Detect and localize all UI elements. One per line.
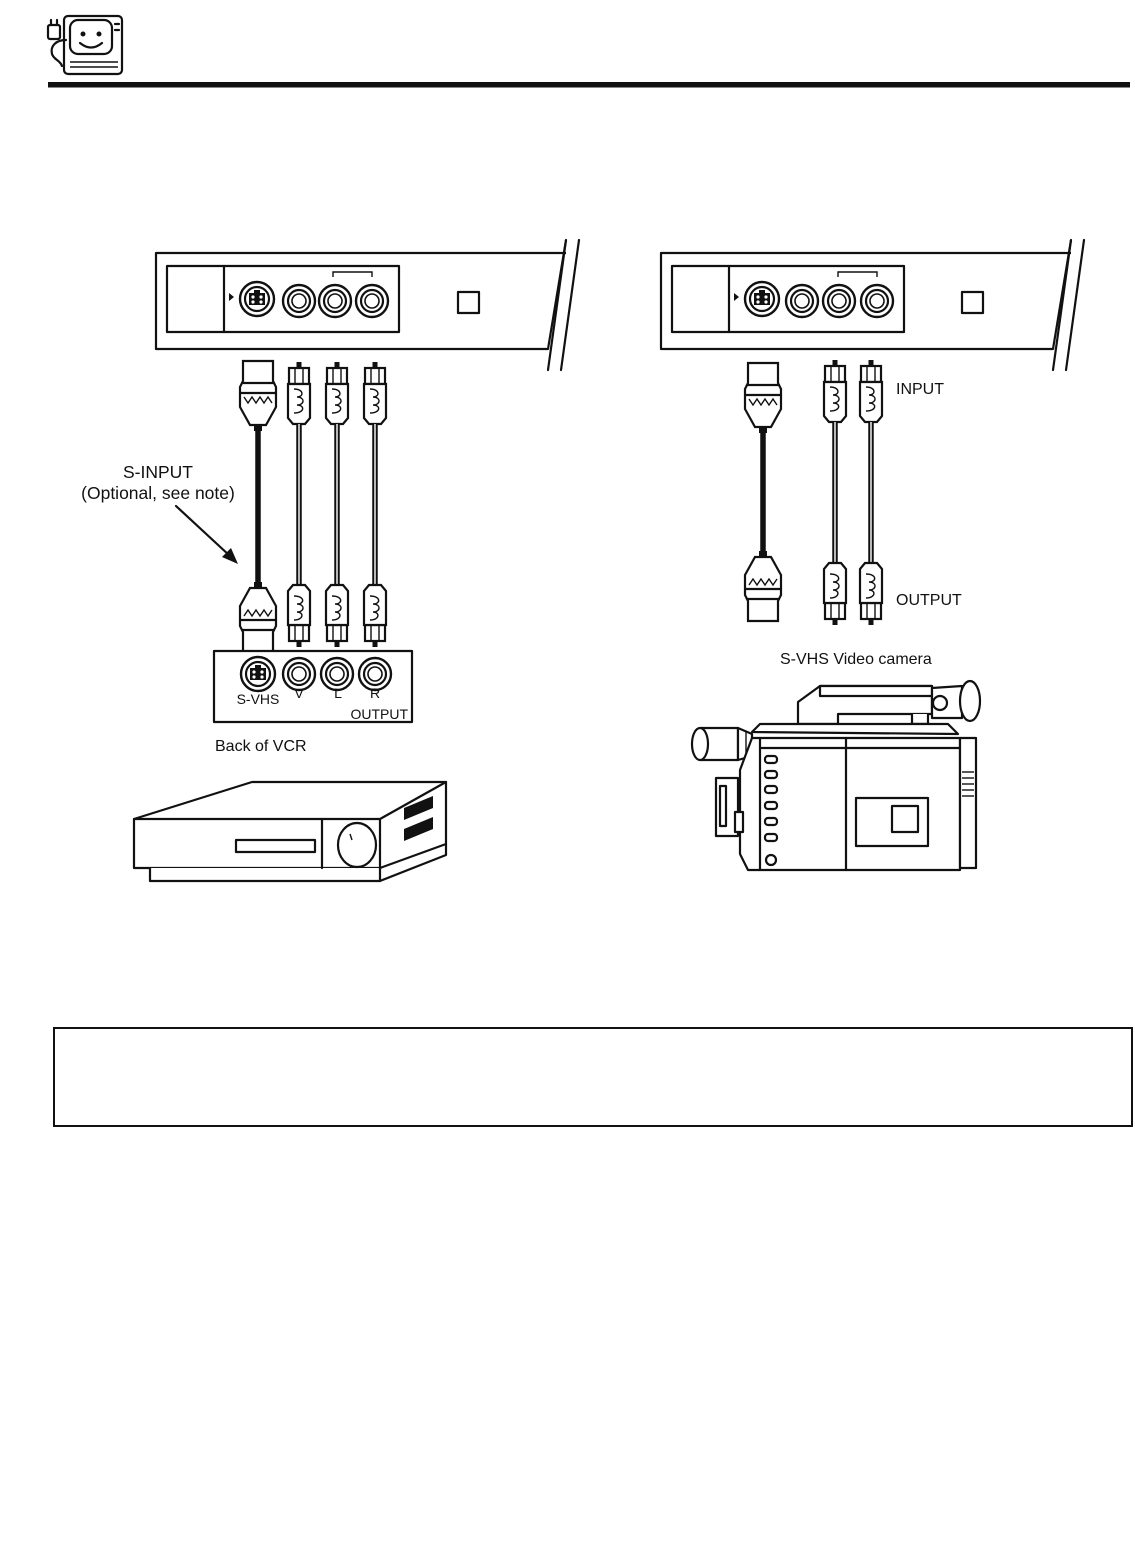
- tv-indicator-square-right: [960, 290, 985, 315]
- vcr-r-label: R: [370, 685, 380, 701]
- tv-input-panel-right: [659, 238, 1086, 372]
- tv-s-video-jack-right: [743, 280, 781, 318]
- vcr-illustration: [132, 780, 448, 883]
- vcr-s-vhs-jack: [239, 655, 277, 693]
- tv-input-panel-left: [154, 238, 581, 372]
- tv-mascot-icon: [46, 14, 124, 76]
- tv-audio-l-jack-right: [821, 283, 857, 319]
- s-input-arrow: [174, 504, 238, 564]
- audio-l-cable-left: [324, 360, 350, 647]
- back-of-vcr-label: Back of VCR: [215, 738, 307, 755]
- vcr-l-label: L: [334, 685, 342, 701]
- tv-s-video-jack: [238, 280, 276, 318]
- tv-audio-r-jack-right: [859, 283, 895, 319]
- camcorder-illustration: [690, 679, 982, 872]
- header-rule: [48, 82, 1130, 88]
- camera-output-label: OUTPUT: [896, 592, 962, 609]
- tv-indicator-square: [456, 290, 481, 315]
- vcr-output-label: OUTPUT: [350, 706, 408, 722]
- s-video-cable-left: [238, 359, 278, 652]
- camera-title-label: S-VHS Video camera: [780, 651, 932, 668]
- video-cable-left: [286, 360, 312, 647]
- tv-video-jack-right: [784, 283, 820, 319]
- s-video-cable-right: [743, 361, 783, 621]
- vcr-s-vhs-label: S-VHS: [237, 691, 280, 707]
- video-cable-right: [822, 358, 848, 625]
- vcr-v-label: V: [294, 685, 304, 701]
- tv-video-jack: [281, 283, 317, 319]
- note-box: [53, 1027, 1133, 1127]
- audio-r-cable-left: [362, 360, 388, 647]
- audio-cable-right: [858, 358, 884, 625]
- s-input-note-label: (Optional, see note): [81, 483, 235, 503]
- camera-input-label: INPUT: [896, 381, 944, 398]
- vcr-back-panel: S-VHS V L R OUTPUT: [212, 649, 414, 724]
- tv-audio-l-jack: [317, 283, 353, 319]
- s-input-label: S-INPUT: [123, 462, 193, 482]
- tv-audio-r-jack: [354, 283, 390, 319]
